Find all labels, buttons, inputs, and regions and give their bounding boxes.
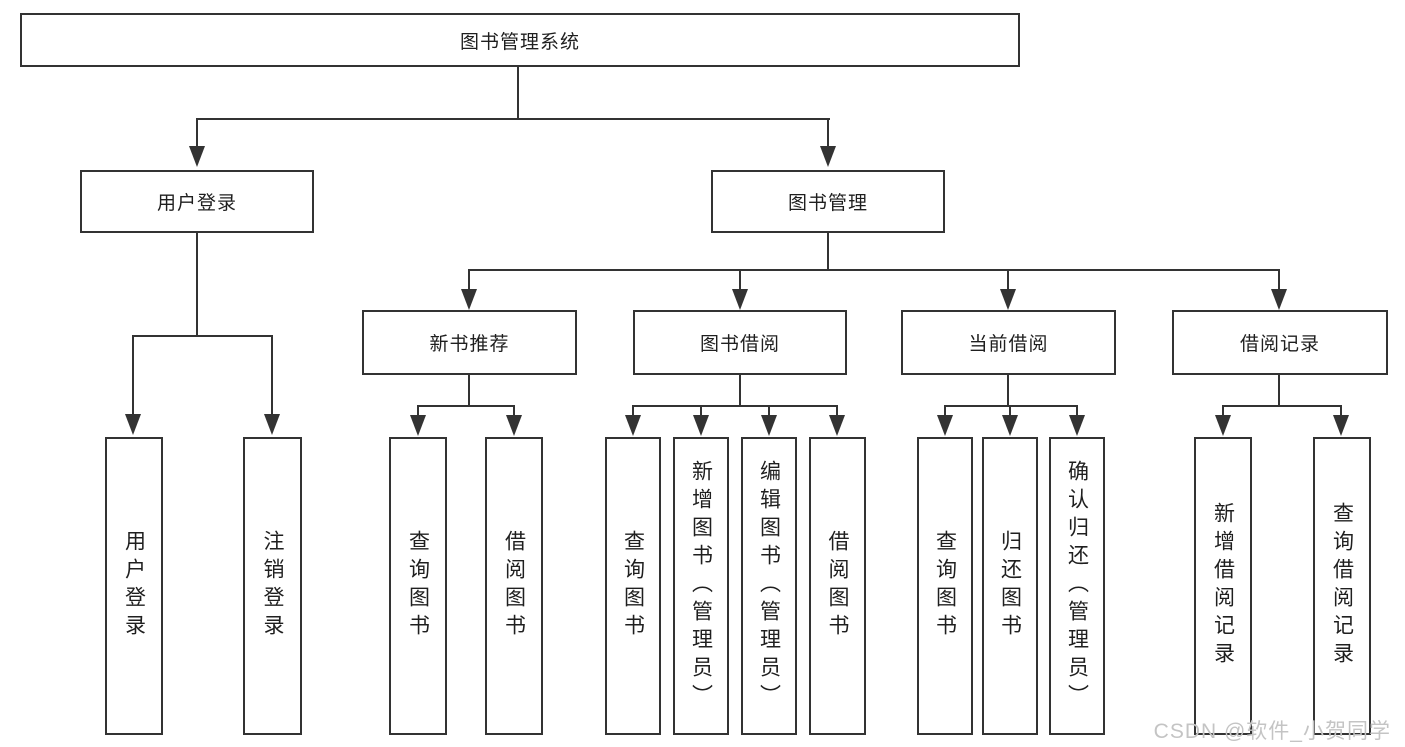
connector-arrow [761, 415, 777, 436]
node-book-management-branch: 图书管理 [711, 170, 945, 233]
connector-line [1009, 405, 1011, 416]
connector-line [1007, 269, 1009, 290]
node-borrowing-records: 借阅记录 [1172, 310, 1388, 375]
node-label: 借阅记录 [1239, 334, 1320, 355]
node-leaf-borrow-books-recommend: 借阅图书 [485, 437, 543, 735]
node-new-book-recommendation: 新书推荐 [362, 310, 577, 375]
connector-line [1278, 375, 1280, 407]
node-label: 编辑图书（管理员） [757, 460, 781, 712]
connector-arrow [1069, 415, 1085, 436]
connector-arrow [461, 289, 477, 310]
connector-line [1340, 405, 1342, 416]
connector-arrow [1000, 289, 1016, 310]
node-label: 当前借阅 [968, 334, 1049, 355]
node-leaf-query-books-borrowing: 查询图书 [605, 437, 661, 735]
connector-line [1007, 375, 1009, 407]
node-leaf-confirm-return-admin: 确认归还（管理员） [1049, 437, 1105, 735]
connector-line [768, 405, 770, 416]
node-label: 查询图书 [933, 530, 957, 642]
connector-line [1222, 405, 1341, 407]
node-leaf-edit-books-admin: 编辑图书（管理员） [741, 437, 797, 735]
node-leaf-query-books-current: 查询图书 [917, 437, 973, 735]
node-leaf-user-login: 用户登录 [105, 437, 163, 735]
connector-line [133, 335, 273, 337]
connector-arrow [732, 289, 748, 310]
node-current-borrowing: 当前借阅 [901, 310, 1116, 375]
connector-line [836, 405, 838, 416]
connector-line [271, 335, 273, 415]
connector-line [468, 375, 470, 407]
node-leaf-borrow-books: 借阅图书 [809, 437, 866, 735]
connector-arrow [410, 415, 426, 436]
node-label: 归还图书 [998, 530, 1022, 642]
node-label: 图书管理 [787, 193, 868, 214]
connector-line [513, 405, 515, 416]
connector-line [1222, 405, 1224, 416]
node-label: 确认归还（管理员） [1065, 460, 1089, 712]
connector-arrow [1333, 415, 1349, 436]
connector-line [827, 118, 829, 147]
node-label: 查询借阅记录 [1330, 502, 1354, 670]
connector-arrow [1002, 415, 1018, 436]
node-label: 借阅图书 [826, 530, 849, 642]
node-leaf-add-borrow-record: 新增借阅记录 [1194, 437, 1252, 735]
connector-line [632, 405, 634, 416]
connector-line [739, 375, 741, 407]
connector-line [417, 405, 515, 407]
node-label: 注销登录 [261, 530, 284, 642]
node-label: 借阅图书 [502, 530, 526, 642]
connector-arrow [1271, 289, 1287, 310]
connector-arrow [625, 415, 641, 436]
connector-line [132, 335, 134, 415]
node-label: 用户登录 [156, 193, 237, 214]
connector-line [1076, 405, 1078, 416]
node-user-login-branch: 用户登录 [80, 170, 314, 233]
node-leaf-query-borrow-record: 查询借阅记录 [1313, 437, 1371, 735]
node-label: 图书管理系统 [459, 31, 580, 53]
node-label: 查询图书 [621, 530, 645, 642]
node-label: 用户登录 [122, 530, 146, 642]
node-label: 图书借阅 [699, 334, 780, 355]
connector-arrow [264, 414, 280, 435]
node-leaf-query-books-recommend: 查询图书 [389, 437, 447, 735]
connector-arrow [506, 415, 522, 436]
node-library-management-system: 图书管理系统 [20, 13, 1020, 67]
connector-line [1278, 269, 1280, 290]
connector-line [944, 405, 1078, 407]
node-leaf-return-books: 归还图书 [982, 437, 1038, 735]
node-leaf-add-books-admin: 新增图书（管理员） [673, 437, 729, 735]
connector-line [944, 405, 946, 416]
connector-arrow [189, 146, 205, 167]
node-label: 新增借阅记录 [1211, 502, 1235, 670]
connector-line [700, 405, 702, 416]
connector-line [417, 405, 419, 416]
connector-line [468, 269, 470, 290]
connector-line [827, 233, 829, 271]
connector-line [196, 233, 198, 337]
connector-arrow [1215, 415, 1231, 436]
connector-line [517, 67, 519, 119]
node-leaf-logout: 注销登录 [243, 437, 302, 735]
connector-arrow [829, 415, 845, 436]
connector-line [197, 118, 830, 120]
connector-arrow [125, 414, 141, 435]
connector-line [739, 269, 741, 290]
connector-line [196, 118, 198, 147]
connector-arrow [937, 415, 953, 436]
connector-arrow [820, 146, 836, 167]
node-label: 新增图书（管理员） [689, 460, 713, 712]
node-label: 查询图书 [406, 530, 430, 642]
node-label: 新书推荐 [429, 334, 510, 355]
connector-arrow [693, 415, 709, 436]
node-book-borrowing: 图书借阅 [633, 310, 847, 375]
connector-line [632, 405, 838, 407]
connector-line [468, 269, 1278, 271]
